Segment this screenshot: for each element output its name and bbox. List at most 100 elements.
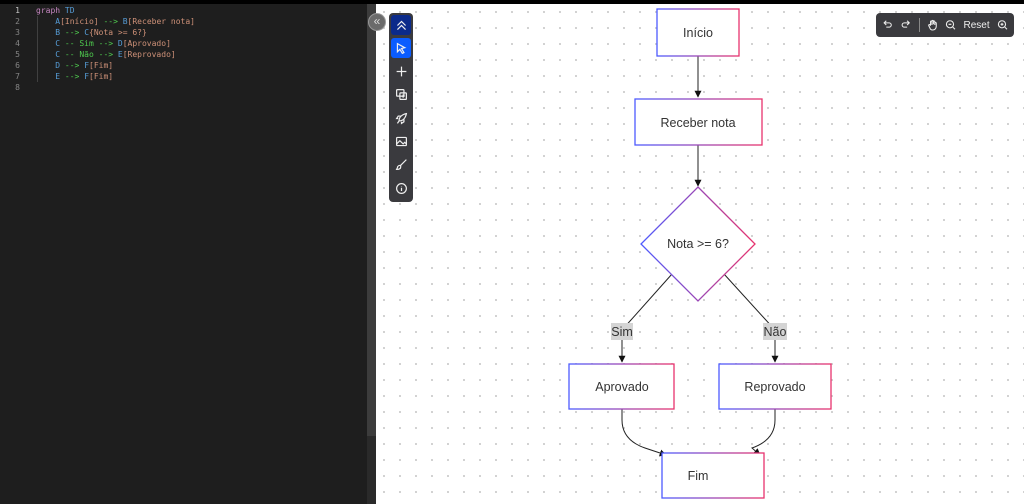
- divider: [918, 18, 920, 32]
- code-token: B: [122, 17, 128, 26]
- indent-guide: [37, 38, 38, 49]
- code-token: C: [36, 39, 61, 48]
- code-line[interactable]: 2 A[Início] --> B[Receber nota]: [0, 16, 367, 27]
- code-token: [Reprovado]: [122, 50, 176, 59]
- double-chevron-left-icon: «: [373, 14, 381, 28]
- code-token: C: [84, 28, 90, 37]
- image-button[interactable]: [391, 131, 411, 151]
- line-number: 6: [15, 61, 20, 70]
- code-text: B --> C{Nota >= 6?}: [24, 27, 147, 38]
- node-decision-label: Nota >= 6?: [667, 237, 729, 251]
- code-token: [Fim]: [89, 72, 114, 81]
- top-bar: [0, 0, 1024, 4]
- node-start-label: Início: [683, 26, 713, 40]
- code-token: E: [36, 72, 61, 81]
- edge-label-no: Não: [764, 325, 787, 339]
- plus-icon: [396, 66, 406, 77]
- code-line[interactable]: 8: [0, 82, 367, 93]
- node-failed-label: Reprovado: [744, 380, 805, 394]
- indent-guide: [37, 27, 38, 38]
- node-end-label: Fim: [688, 469, 709, 483]
- pointer-icon: [396, 42, 406, 54]
- code-token: -->: [60, 61, 85, 70]
- code-token: {Nota >= 6?}: [89, 28, 147, 37]
- code-line[interactable]: 4 C -- Sim --> D[Aprovado]: [0, 38, 367, 49]
- edge-label-bg-no: [763, 323, 787, 340]
- edge-failed-end: [751, 409, 776, 456]
- style-button[interactable]: [391, 155, 411, 175]
- code-token: F: [84, 61, 90, 70]
- node-failed: [718, 363, 832, 410]
- code-token: C: [36, 50, 61, 59]
- code-line[interactable]: 5 C -- Não --> E[Reprovado]: [0, 49, 367, 60]
- indent-guide: [37, 71, 38, 82]
- line-number: 7: [15, 72, 20, 81]
- code-token: E: [117, 50, 123, 59]
- node-approved-label: Aprovado: [595, 380, 649, 394]
- hand-pan-icon[interactable]: [927, 19, 938, 31]
- redo-icon[interactable]: [900, 19, 911, 31]
- code-token: -- Sim -->: [60, 39, 118, 48]
- reset-button[interactable]: Reset: [963, 19, 990, 31]
- double-chevron-up-icon: [396, 20, 406, 30]
- info-icon: [395, 182, 407, 194]
- code-token: -->: [60, 72, 85, 81]
- code-text: D --> F[Fim]: [24, 60, 113, 71]
- code-token: TD: [64, 6, 75, 15]
- indent-guide: [37, 60, 38, 71]
- editor-scrollbar[interactable]: [367, 4, 376, 436]
- code-line[interactable]: 3 B --> C{Nota >= 6?}: [0, 27, 367, 38]
- node-end: [661, 452, 765, 499]
- rocket-icon: [394, 112, 407, 125]
- code-text: C -- Não --> E[Reprovado]: [24, 49, 176, 60]
- code-text: A[Início] --> B[Receber nota]: [24, 16, 195, 27]
- brush-icon: [395, 159, 407, 171]
- line-number: 5: [15, 50, 20, 59]
- select-tool-button[interactable]: [391, 38, 411, 59]
- undo-icon[interactable]: [882, 19, 893, 31]
- code-token: D: [36, 61, 61, 70]
- code-token: -->: [60, 28, 85, 37]
- tool-palette: [389, 13, 413, 202]
- code-token: -->: [98, 17, 123, 26]
- edge-approved-end: [621, 409, 667, 457]
- info-button[interactable]: [391, 178, 411, 198]
- editor-scrollbar-track: [367, 436, 376, 504]
- line-number: 1: [15, 6, 20, 15]
- rocket-button[interactable]: [391, 108, 411, 128]
- code-token: [Aprovado]: [122, 39, 171, 48]
- line-number: 3: [15, 28, 20, 37]
- code-token: [Fim]: [89, 61, 114, 70]
- code-token: F: [84, 72, 90, 81]
- add-shape-button[interactable]: [391, 85, 411, 105]
- node-receive: [634, 98, 763, 146]
- code-line[interactable]: 7 E --> F[Fim]: [0, 71, 367, 82]
- node-start: [656, 8, 740, 57]
- indent-guide: [37, 49, 38, 60]
- code-token: B: [36, 28, 61, 37]
- code-token: graph: [36, 6, 65, 15]
- edge-decision-failed: [723, 273, 779, 363]
- code-token: -- Não -->: [60, 50, 118, 59]
- code-token: D: [117, 39, 123, 48]
- indent-guide: [37, 16, 38, 27]
- edge-label-yes: Sim: [611, 325, 633, 339]
- image-icon: [395, 136, 407, 147]
- zoom-out-icon[interactable]: [945, 19, 956, 31]
- edge-decision-approved: [618, 273, 673, 363]
- collapse-toolbar-button[interactable]: [391, 15, 411, 35]
- canvas-controls: Reset: [876, 13, 1014, 37]
- code-text: E --> F[Fim]: [24, 71, 113, 82]
- zoom-in-icon[interactable]: [997, 19, 1008, 31]
- code-text: graph TD: [24, 5, 75, 16]
- collapse-editor-button[interactable]: «: [368, 13, 386, 31]
- code-line[interactable]: 6 D --> F[Fim]: [0, 60, 367, 71]
- line-number: 8: [15, 83, 20, 92]
- code-line[interactable]: 1 graph TD: [0, 5, 367, 16]
- code-token: A: [36, 17, 61, 26]
- add-node-button[interactable]: [391, 62, 411, 82]
- node-decision: [640, 186, 756, 302]
- line-number: 4: [15, 39, 20, 48]
